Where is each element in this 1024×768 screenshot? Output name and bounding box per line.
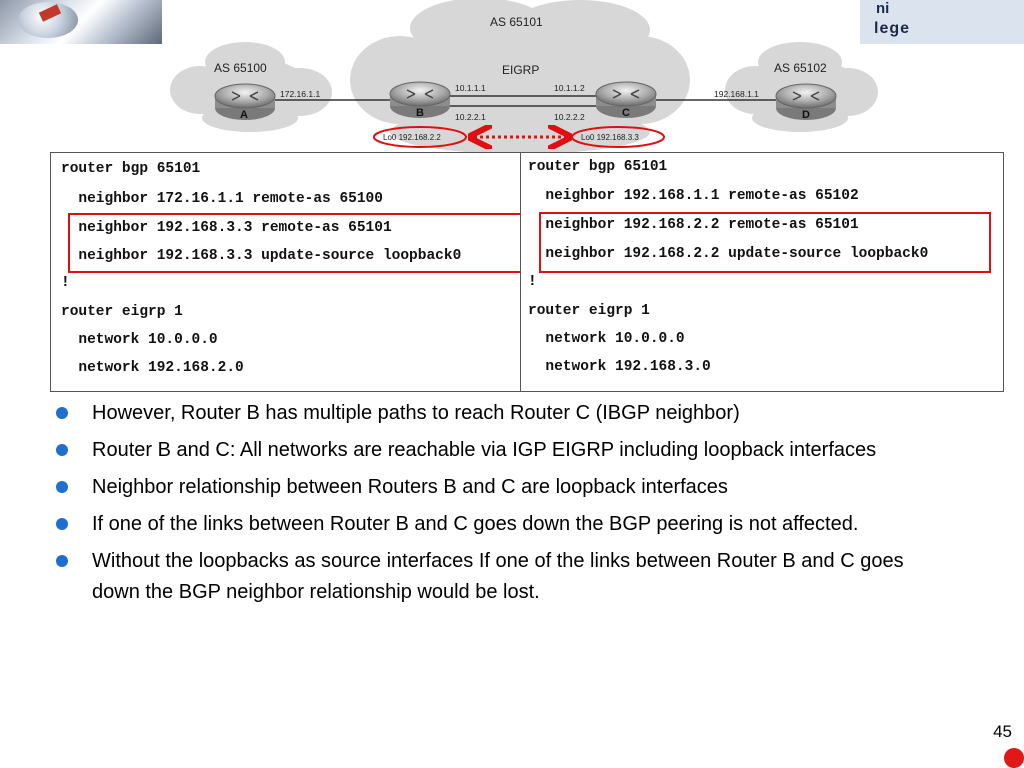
config-line: network 10.0.0.0 bbox=[528, 331, 685, 347]
logo-text-line2: lege bbox=[874, 20, 911, 37]
logo-text-line1: ni bbox=[876, 0, 890, 17]
ibgp-neighbor-highlight-c bbox=[539, 212, 991, 273]
router-b bbox=[389, 81, 451, 118]
network-diagram: AS 65101 EIGRP AS 65100 AS 65102 A B C D… bbox=[170, 0, 878, 154]
config-line: router bgp 65101 bbox=[528, 159, 668, 175]
ip-b-bottom-label: 10.2.2.1 bbox=[455, 112, 486, 122]
college-logo: ni lege bbox=[860, 0, 1024, 44]
config-line: network 192.168.3.0 bbox=[528, 359, 711, 375]
bullet-text: Router B and C: All networks are reachab… bbox=[92, 439, 877, 461]
bullet-text: Without the loopbacks as source interfac… bbox=[92, 550, 904, 603]
router-b-config: router bgp 65101 neighbor 172.16.1.1 rem… bbox=[50, 152, 522, 392]
bullet-item: Without the loopbacks as source interfac… bbox=[54, 546, 944, 608]
bullet-item: Neighbor relationship between Routers B … bbox=[54, 472, 944, 503]
as-65101-label: AS 65101 bbox=[490, 15, 543, 29]
config-line: ! bbox=[61, 275, 70, 291]
bullet-dot-icon bbox=[56, 444, 68, 456]
bullet-item: If one of the links between Router B and… bbox=[54, 509, 944, 540]
config-line: neighbor 192.168.2.2 update-source loopb… bbox=[528, 246, 929, 262]
bullet-text: Neighbor relationship between Routers B … bbox=[92, 476, 728, 498]
router-b-label: B bbox=[416, 107, 424, 119]
router-c-config: router bgp 65101 neighbor 192.168.1.1 re… bbox=[520, 152, 1004, 392]
router-d-label: D bbox=[802, 109, 810, 121]
as-65102-label: AS 65102 bbox=[774, 61, 827, 75]
ip-b-top-label: 10.1.1.1 bbox=[455, 83, 486, 93]
lo-b-label: Lo0 192.168.2.2 bbox=[383, 133, 441, 142]
lo-c-label: Lo0 192.168.3.3 bbox=[581, 133, 639, 142]
ibgp-neighbor-highlight-b bbox=[68, 213, 522, 273]
config-line: router bgp 65101 bbox=[61, 161, 201, 177]
ip-c-bottom-label: 10.2.2.2 bbox=[554, 112, 585, 122]
bullet-item: Router B and C: All networks are reachab… bbox=[54, 435, 944, 466]
config-line: neighbor 192.168.1.1 remote-as 65102 bbox=[528, 188, 859, 204]
router-a-label: A bbox=[240, 109, 248, 121]
lo-b-circle bbox=[373, 126, 467, 148]
config-line: neighbor 192.168.3.3 remote-as 65101 bbox=[61, 220, 392, 236]
config-line: neighbor 192.168.3.3 update-source loopb… bbox=[61, 248, 462, 264]
eigrp-label: EIGRP bbox=[502, 63, 539, 77]
bullet-dot-icon bbox=[56, 407, 68, 419]
lo-c-circle bbox=[571, 126, 665, 148]
page-number: 45 bbox=[993, 722, 1012, 741]
config-line: network 10.0.0.0 bbox=[61, 332, 218, 348]
config-line: neighbor 172.16.1.1 remote-as 65100 bbox=[61, 191, 383, 207]
bullet-text: If one of the links between Router B and… bbox=[92, 513, 859, 535]
as-65100-label: AS 65100 bbox=[214, 61, 267, 75]
header-photo bbox=[0, 0, 162, 44]
red-dot-icon bbox=[1004, 748, 1024, 768]
ip-c-top-label: 10.1.1.2 bbox=[554, 83, 585, 93]
router-d bbox=[775, 83, 837, 120]
bullet-dot-icon bbox=[56, 481, 68, 493]
config-line: router eigrp 1 bbox=[61, 304, 183, 320]
ip-d-label: 192.168.1.1 bbox=[714, 89, 759, 99]
router-c-label: C bbox=[622, 107, 630, 119]
bullet-dot-icon bbox=[56, 555, 68, 567]
bullet-item: However, Router B has multiple paths to … bbox=[54, 398, 944, 429]
bullet-list: However, Router B has multiple paths to … bbox=[54, 398, 944, 614]
router-a bbox=[214, 83, 276, 120]
config-line: neighbor 192.168.2.2 remote-as 65101 bbox=[528, 217, 859, 233]
config-line: router eigrp 1 bbox=[528, 303, 650, 319]
bullet-dot-icon bbox=[56, 518, 68, 530]
config-line: ! bbox=[528, 274, 537, 290]
config-line: network 192.168.2.0 bbox=[61, 360, 244, 376]
router-c bbox=[595, 81, 657, 118]
bullet-text: However, Router B has multiple paths to … bbox=[92, 402, 740, 424]
ip-a-label: 172.16.1.1 bbox=[280, 89, 320, 99]
